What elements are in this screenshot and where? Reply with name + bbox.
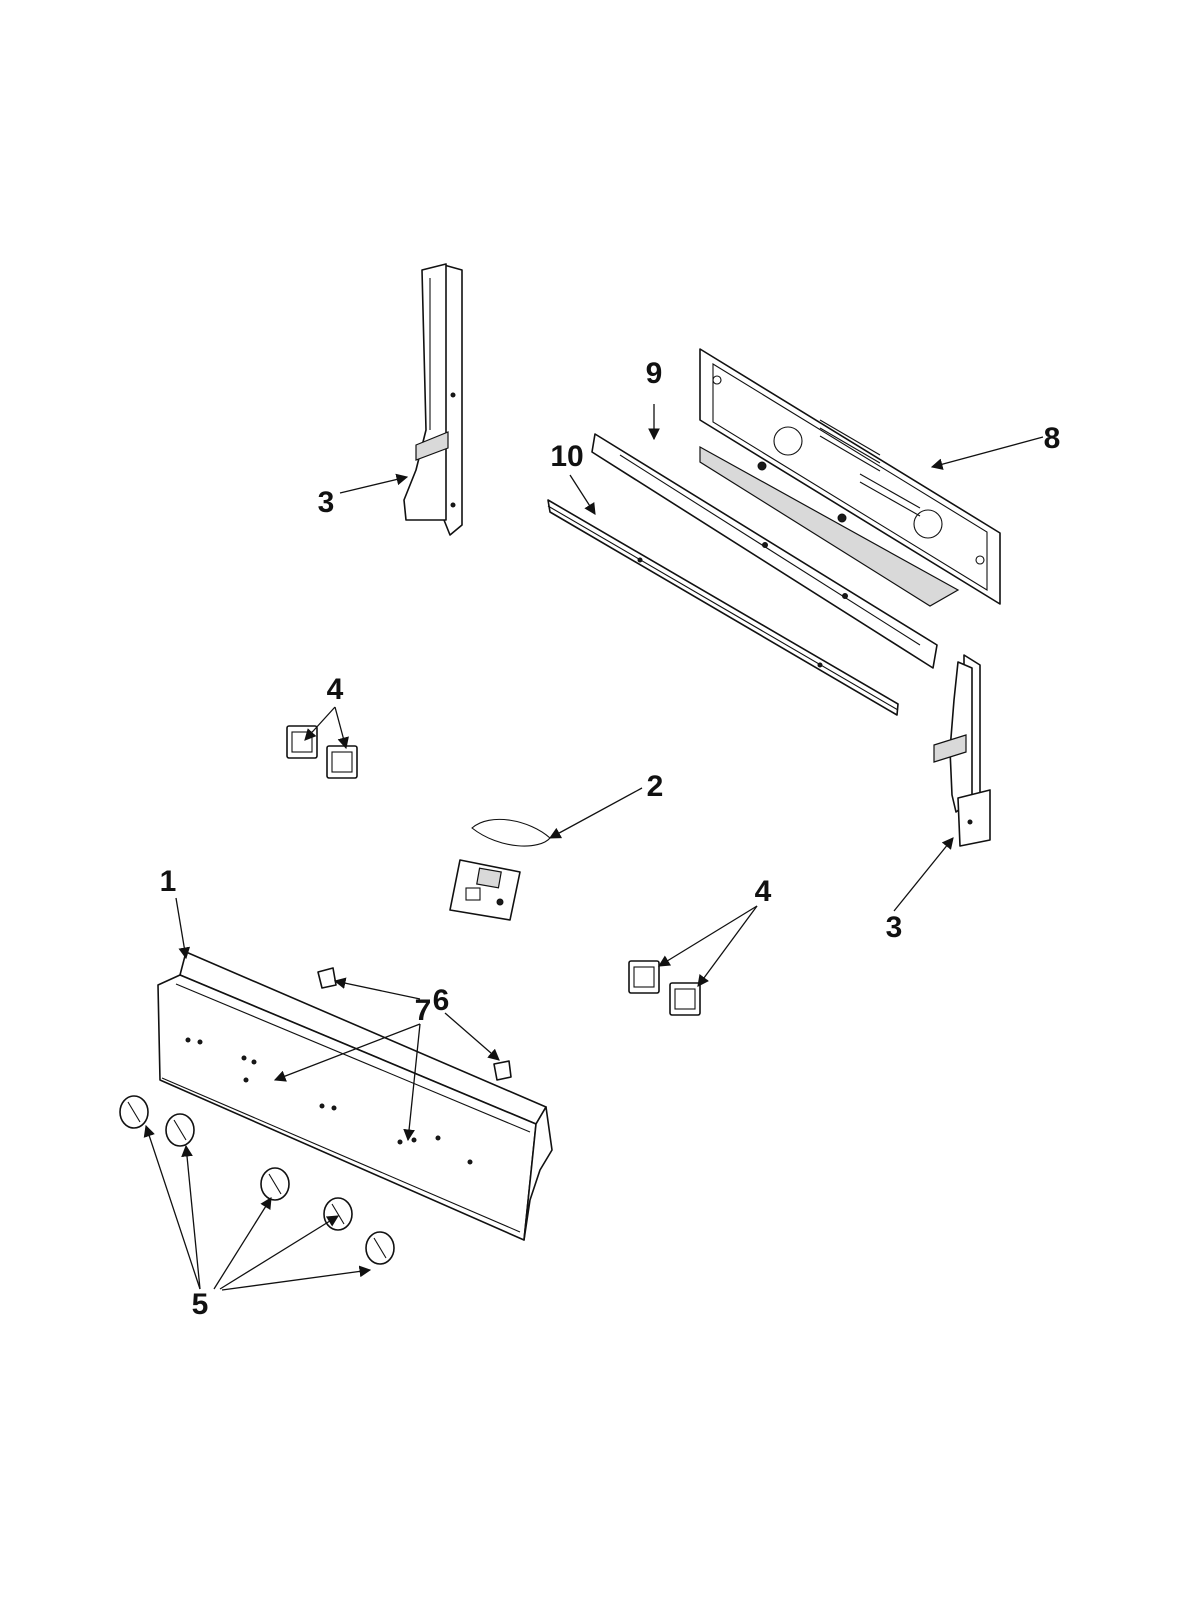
part-3-left-bracket [403,263,463,536]
part-6-clip-upper [317,967,337,989]
part-5-knob-1 [119,1095,149,1129]
part-2-control-board [449,818,551,921]
callout-8: 8 [1044,422,1061,455]
part-8-rear-panel [699,348,1001,607]
callout-7: 7 [415,994,432,1027]
part-5-knob-5 [365,1231,395,1265]
callout-6: 6 [433,984,450,1017]
callout-2: 2 [647,770,664,803]
callout-3-right: 3 [886,911,903,944]
callout-1: 1 [160,865,177,898]
part-5-knob-3 [260,1167,290,1201]
callout-5: 5 [192,1288,209,1321]
part-6-clip-lower [493,1060,512,1081]
part-10-lower-trim [547,499,899,716]
leader-lines [143,404,1044,1291]
callout-4-upper: 4 [327,673,344,706]
part-4-switch-pair-upper [286,725,358,779]
callout-labels: 1 2 3 3 4 4 5 6 7 8 9 10 [160,357,1061,1321]
callout-10: 10 [550,440,583,473]
part-3-right-bracket [933,654,991,847]
part-4-switch-pair-lower [628,960,701,1016]
part-5-knob-4 [323,1197,353,1231]
part-1-control-panel [157,951,553,1241]
callout-4-lower: 4 [755,875,772,908]
part-9-trim-strip [591,433,938,669]
part-5-knob-2 [165,1113,195,1147]
callout-3-left: 3 [318,486,335,519]
callout-9: 9 [646,357,663,390]
